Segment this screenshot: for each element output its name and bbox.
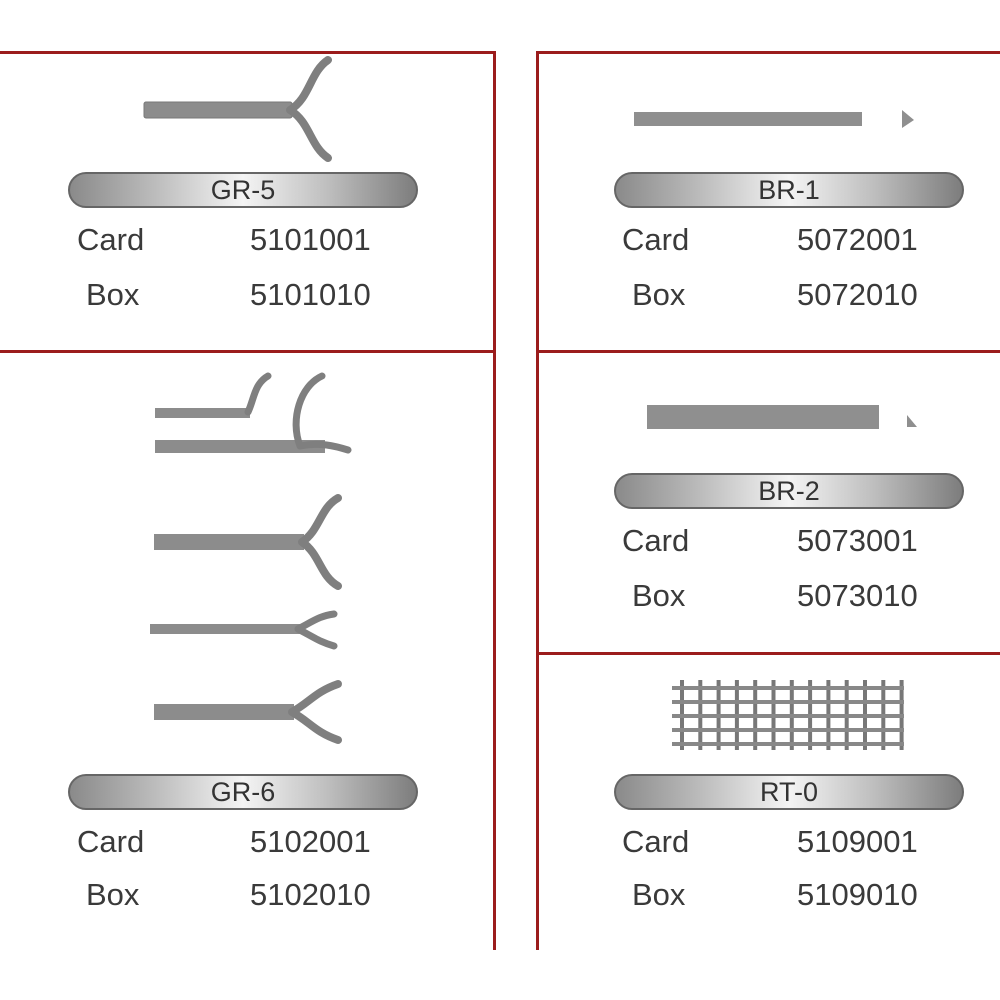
card-number: 5109001 bbox=[797, 824, 918, 859]
card-number: 5072001 bbox=[797, 222, 918, 257]
product-code-pill: RT-0 bbox=[614, 774, 964, 810]
box-label: Box bbox=[632, 277, 686, 312]
box-number: 5072010 bbox=[797, 277, 918, 312]
panel-br2 bbox=[536, 350, 1000, 655]
card-label: Card bbox=[622, 523, 690, 558]
box-number: 5073010 bbox=[797, 578, 918, 613]
box-number: 5102010 bbox=[250, 877, 371, 912]
box-label: Box bbox=[632, 578, 686, 613]
panel-gr6 bbox=[0, 350, 496, 950]
product-code-pill: BR-2 bbox=[614, 473, 964, 509]
product-code-pill: GR-5 bbox=[68, 172, 418, 208]
br2-bar-icon bbox=[647, 405, 917, 429]
product-code-pill: GR-6 bbox=[68, 774, 418, 810]
panel-br1 bbox=[536, 51, 1000, 353]
gr6-hooks-icon bbox=[150, 372, 352, 744]
card-label: Card bbox=[77, 222, 145, 257]
gr5-hook-icon bbox=[143, 56, 332, 162]
card-label: Card bbox=[622, 824, 690, 859]
rt0-mesh-icon bbox=[672, 680, 904, 750]
box-number: 5101010 bbox=[250, 277, 371, 312]
card-label: Card bbox=[622, 222, 690, 257]
card-number: 5073001 bbox=[797, 523, 918, 558]
br1-bar-icon bbox=[634, 110, 914, 128]
box-label: Box bbox=[632, 877, 686, 912]
panel-gr5 bbox=[0, 51, 496, 353]
box-number: 5109010 bbox=[797, 877, 918, 912]
card-number: 5102001 bbox=[250, 824, 371, 859]
box-label: Box bbox=[86, 877, 140, 912]
card-label: Card bbox=[77, 824, 145, 859]
box-label: Box bbox=[86, 277, 140, 312]
panel-rt0 bbox=[536, 652, 1000, 950]
card-number: 5101001 bbox=[250, 222, 371, 257]
product-code-pill: BR-1 bbox=[614, 172, 964, 208]
